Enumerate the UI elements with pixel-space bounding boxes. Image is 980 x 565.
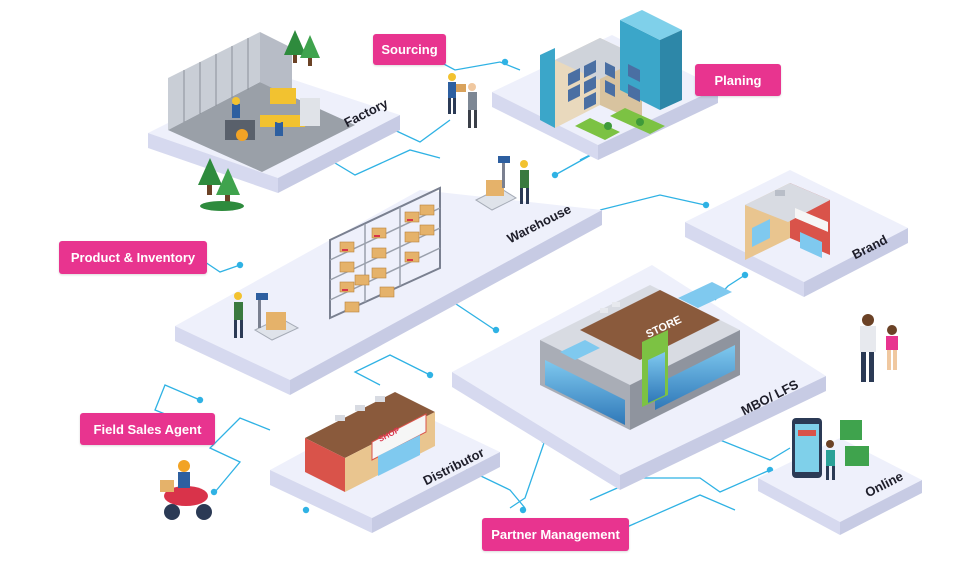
connector-warehouse-brand — [599, 194, 706, 211]
partner-management-tag: Partner Management — [482, 518, 629, 551]
connector-left-route — [208, 417, 271, 493]
mbo-mall — [540, 282, 740, 430]
family-figures — [860, 314, 898, 382]
connector-warehouse-mbo — [449, 299, 496, 331]
connector-pm-mbo — [509, 439, 546, 509]
connector-distributor-mbo — [353, 354, 431, 386]
distributor-shop — [305, 392, 435, 492]
factory-illustration — [168, 32, 355, 172]
field-sales-agent-tag: Field Sales Agent — [80, 413, 215, 445]
sourcing-tag: Sourcing — [373, 34, 446, 65]
scooter-rider — [160, 460, 212, 520]
product-inventory-tag: Product & Inventory — [59, 241, 207, 274]
connector-mbo-online — [719, 439, 791, 461]
connector-factory-sourcing — [389, 119, 451, 143]
sourcing-workers — [448, 73, 477, 128]
planing-building — [540, 10, 682, 140]
tree-group-top — [284, 30, 320, 66]
connector-pm-route — [619, 494, 736, 531]
connector-pi-warehouse — [204, 261, 241, 273]
connector-factory-warehouse — [329, 149, 441, 176]
scale-worker-left — [234, 292, 300, 341]
planing-tag: Planing — [695, 64, 781, 96]
connector-sourcing-factory — [439, 61, 521, 71]
brand-store — [745, 183, 830, 260]
online-phone — [792, 418, 869, 480]
tree-group-bottom — [198, 158, 244, 211]
warehouse-racks — [329, 186, 441, 320]
scale-worker-top — [474, 156, 529, 211]
